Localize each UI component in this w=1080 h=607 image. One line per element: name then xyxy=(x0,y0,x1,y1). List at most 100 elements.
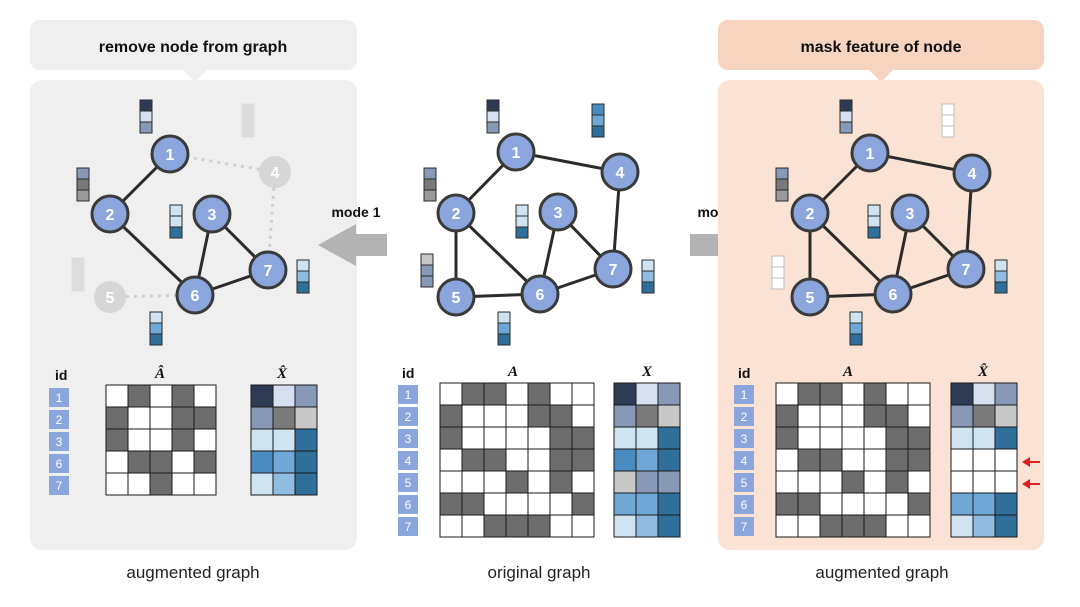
id-cell xyxy=(734,495,754,514)
matrix-cell xyxy=(549,404,573,428)
feature-vector xyxy=(420,253,434,288)
feature-cell xyxy=(423,167,437,180)
matrix-cell xyxy=(819,404,843,428)
matrix-cell xyxy=(775,382,799,406)
feature-cell xyxy=(839,99,853,112)
matrix-cell xyxy=(483,470,507,494)
matrix-cell xyxy=(127,472,151,496)
removed-node: 4 xyxy=(259,156,291,188)
feature-cell xyxy=(76,167,90,180)
id-number: 5 xyxy=(741,476,748,490)
graph-node: 1 xyxy=(150,134,190,174)
matrix-cell xyxy=(994,448,1018,472)
matrix-cell xyxy=(549,492,573,516)
feature-cell xyxy=(775,189,789,202)
matrix-cell xyxy=(439,382,463,406)
feature-cell xyxy=(771,266,785,279)
feature-vector xyxy=(241,103,255,138)
feature-cell xyxy=(296,281,310,294)
matrix-cell xyxy=(527,426,551,450)
matrix-cell xyxy=(797,426,821,450)
graph-node: 1 xyxy=(496,132,536,172)
graph-node: 7 xyxy=(248,250,288,290)
matrix-cell xyxy=(972,404,996,428)
svg-text:7: 7 xyxy=(609,262,618,279)
matrix-cell xyxy=(950,404,974,428)
matrix-cell xyxy=(571,470,595,494)
matrix-cell xyxy=(149,472,173,496)
matrix-cell xyxy=(272,384,296,408)
matrix-cell xyxy=(105,472,129,496)
matrix-cell xyxy=(657,382,681,406)
feature-cell xyxy=(76,189,90,202)
removed-node: 5 xyxy=(94,281,126,313)
matrix-cell xyxy=(657,448,681,472)
left-nodes: 1 2 3 4 5 6 7 xyxy=(90,134,291,315)
id-cell xyxy=(398,473,418,492)
matrix-cell xyxy=(863,448,887,472)
matrix-cell xyxy=(505,492,529,516)
matrix-cell xyxy=(483,448,507,472)
matrix-cell xyxy=(439,448,463,472)
matrix-cell xyxy=(272,472,296,496)
matrix-cell xyxy=(797,382,821,406)
matrix-cell xyxy=(483,404,507,428)
feature-cell xyxy=(849,311,863,324)
feature-cell xyxy=(515,215,529,228)
matrix-cell xyxy=(950,426,974,450)
center-matrix-x-label: X xyxy=(641,364,653,380)
feature-cell xyxy=(867,226,881,239)
matrix-cell xyxy=(105,384,129,408)
matrix-cell xyxy=(272,428,296,452)
svg-text:2: 2 xyxy=(452,206,461,223)
feature-cell xyxy=(771,277,785,290)
matrix-cell xyxy=(950,492,974,516)
center-feature-vectors xyxy=(420,99,655,346)
feature-vector xyxy=(169,204,183,239)
matrix-cell xyxy=(613,382,637,406)
red-arrow-icon xyxy=(1022,457,1040,467)
svg-text:4: 4 xyxy=(271,165,280,182)
matrix-cell xyxy=(527,470,551,494)
matrix-cell xyxy=(483,492,507,516)
id-number: 6 xyxy=(56,457,63,471)
matrix-cell xyxy=(483,382,507,406)
matrix-cell xyxy=(994,382,1018,406)
svg-text:6: 6 xyxy=(191,288,200,305)
matrix-cell xyxy=(885,448,909,472)
svg-text:2: 2 xyxy=(106,207,115,224)
matrix-cell xyxy=(613,514,637,538)
matrix-cell xyxy=(505,382,529,406)
feature-cell xyxy=(515,226,529,239)
matrix-cell xyxy=(549,382,573,406)
matrix-cell xyxy=(797,448,821,472)
matrix-cell xyxy=(994,404,1018,428)
graph-node: 3 xyxy=(192,194,232,234)
id-cell xyxy=(734,429,754,448)
matrix-cell xyxy=(950,514,974,538)
matrix-cell xyxy=(972,448,996,472)
id-number: 2 xyxy=(56,413,63,427)
matrix-cell xyxy=(127,384,151,408)
matrix-cell xyxy=(527,404,551,428)
id-number: 3 xyxy=(405,432,412,446)
matrix-cell xyxy=(841,492,865,516)
feature-vector xyxy=(76,167,90,202)
feature-vector xyxy=(296,259,310,294)
feature-cell xyxy=(139,121,153,134)
svg-text:2: 2 xyxy=(806,206,815,223)
feature-vector xyxy=(486,99,500,134)
matrix-cell xyxy=(193,406,217,430)
right-id-label: id xyxy=(738,365,750,381)
matrix-cell xyxy=(149,384,173,408)
mode1-arrow xyxy=(318,224,387,266)
svg-text:5: 5 xyxy=(452,290,461,307)
id-cell xyxy=(398,385,418,404)
matrix-cell xyxy=(972,492,996,516)
matrix-cell xyxy=(819,514,843,538)
id-number: 2 xyxy=(741,410,748,424)
matrix-cell xyxy=(635,470,659,494)
graph-node: 7 xyxy=(946,249,986,289)
